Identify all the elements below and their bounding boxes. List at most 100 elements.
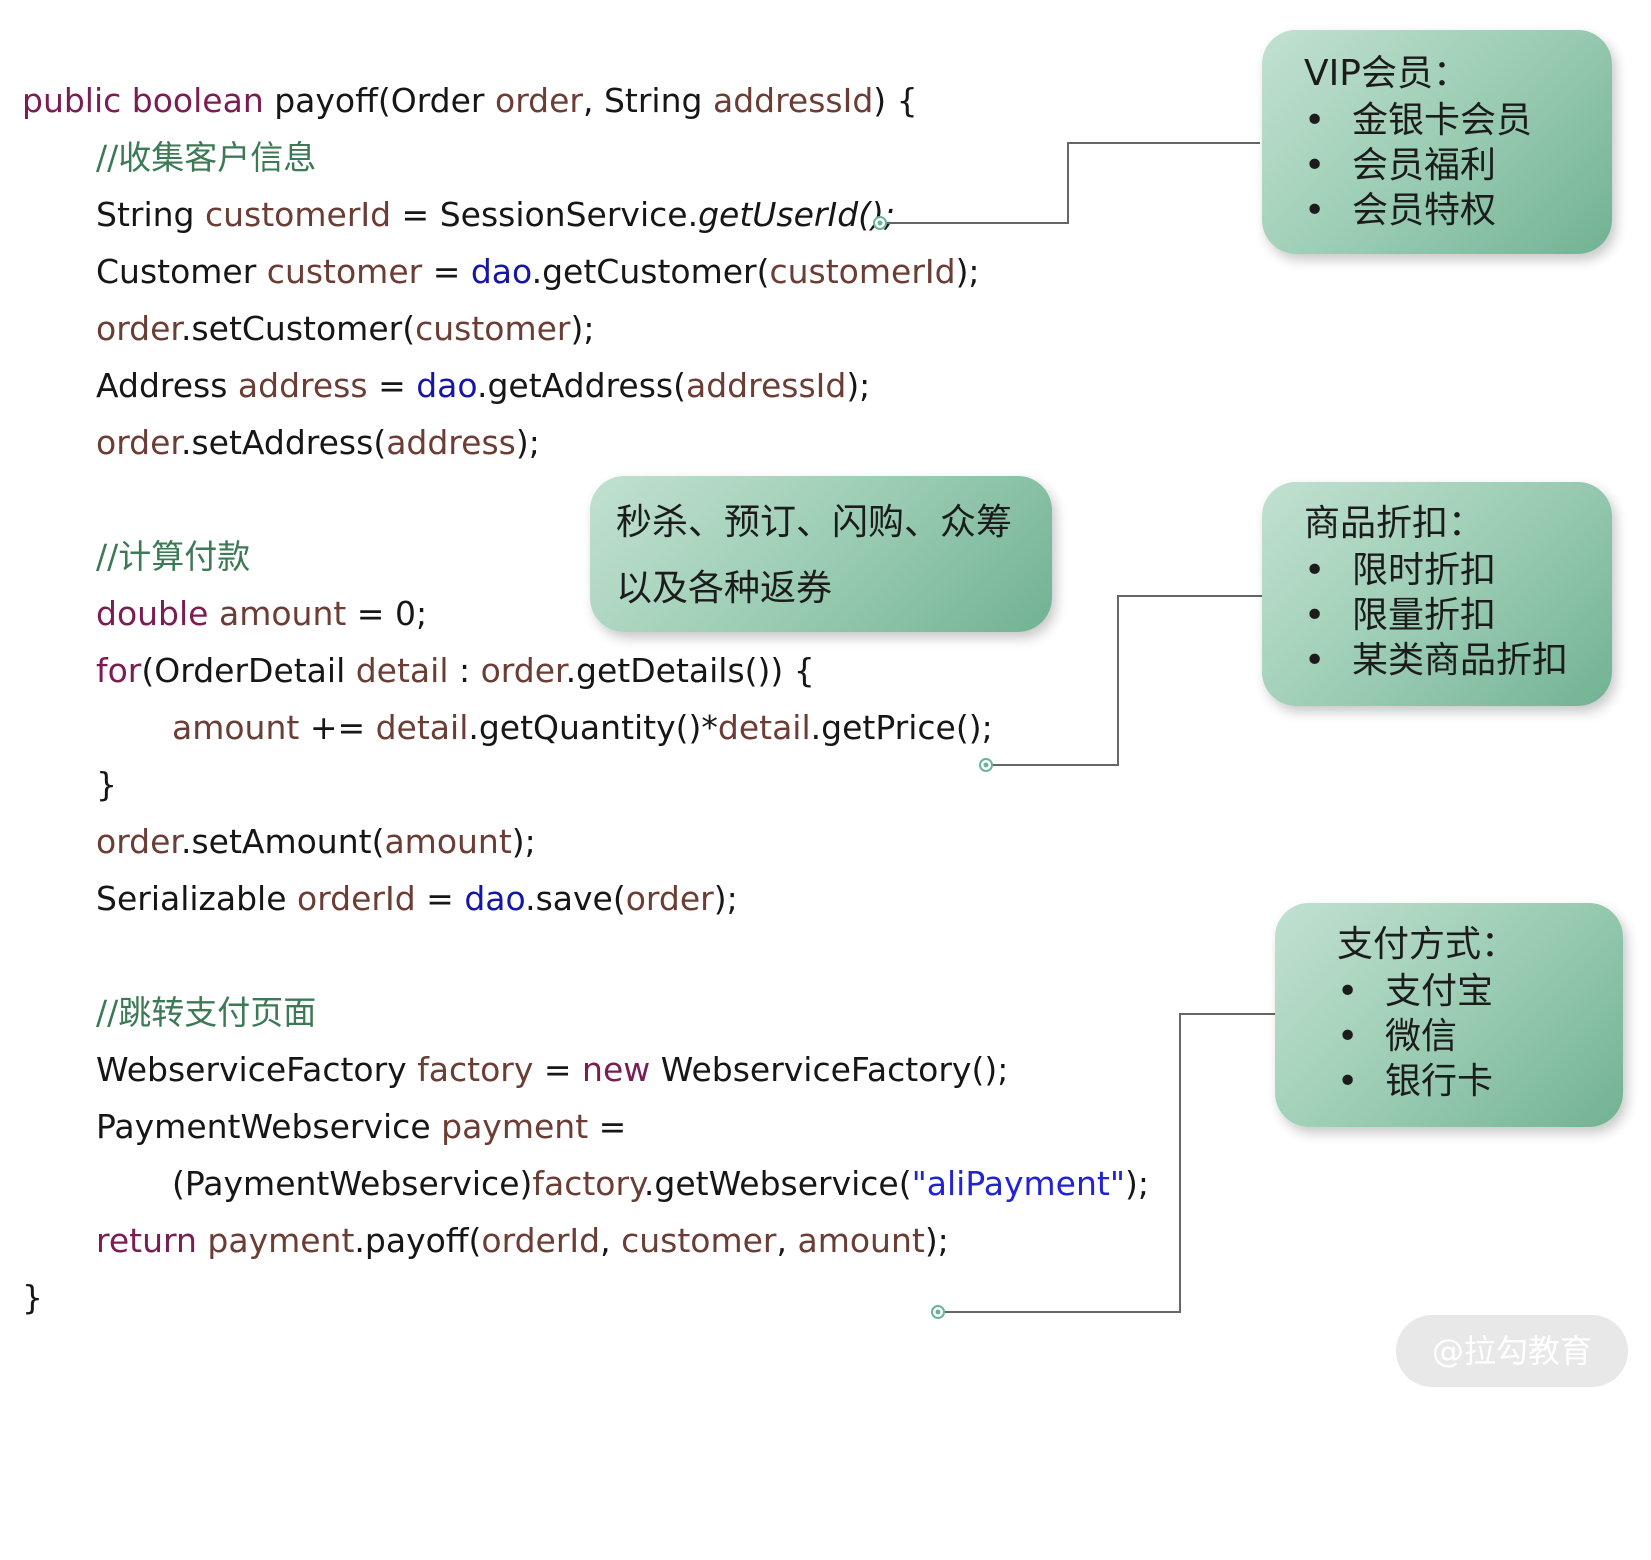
list-item-label: 金银卡会员 [1352, 100, 1533, 141]
list-item-label: 限量折扣 [1352, 595, 1497, 636]
code-line-set-address: order.setAddress(address); [96, 418, 540, 468]
list-item-label: 微信 [1385, 1016, 1458, 1057]
callout-title: 支付方式： [1337, 924, 1518, 965]
code-text: .save( [525, 879, 626, 918]
variable: customer [266, 252, 423, 291]
code-text: = [422, 252, 471, 291]
code-line-save-order: Serializable orderId = dao.save(order); [96, 874, 738, 924]
keyword: public [22, 81, 122, 120]
method-call: getUserId(); [698, 195, 896, 234]
callout-vip: VIP会员： •金银卡会员 •会员福利 •会员特权 [1262, 30, 1612, 254]
bullet: • [1304, 595, 1326, 636]
code-text: , [776, 1221, 798, 1260]
code-text: , [600, 1221, 622, 1260]
field: dao [470, 252, 532, 291]
code-text: .getPrice(); [810, 708, 993, 747]
variable: customer [621, 1221, 777, 1260]
callout-list: •金银卡会员 •会员福利 •会员特权 [1304, 98, 1532, 233]
code-text: (PaymentWebservice) [172, 1164, 533, 1203]
callout-title: 商品折扣： [1304, 503, 1485, 544]
variable: orderId [481, 1221, 601, 1260]
callout-list: •限时折扣 •限量折扣 •某类商品折扣 [1304, 548, 1568, 683]
keyword: for [96, 651, 142, 690]
list-item: • 限量折扣 [1304, 593, 1568, 638]
variable: order [480, 651, 566, 690]
connector-lines [873, 142, 1275, 1319]
code-line-set-amount: order.setAmount(amount); [96, 817, 536, 867]
code-text: = [367, 366, 417, 405]
code-text: = [588, 1107, 627, 1146]
list-item: •会员特权 [1304, 188, 1532, 233]
comment-redirect-payment-page: //跳转支付页面 [96, 993, 317, 1032]
code-text: .setAddress( [180, 423, 387, 462]
list-item-label: 某类商品折扣 [1352, 640, 1569, 681]
variable: order [96, 309, 181, 348]
variable: order [625, 879, 714, 918]
keyword: return [96, 1221, 197, 1260]
bullet: • [1304, 550, 1326, 591]
list-item: •支付宝 [1337, 969, 1493, 1014]
code-text: ); [713, 879, 738, 918]
keyword: double [96, 594, 209, 633]
variable: orderId [297, 879, 416, 918]
variable: address [386, 423, 516, 462]
connector-discount [986, 595, 1262, 766]
code-text: PaymentWebservice [96, 1107, 442, 1146]
keyword: boolean [131, 81, 264, 120]
string-literal: "aliPayment" [911, 1164, 1125, 1203]
callout-text: 秒杀、预订、闪购、众筹 [616, 502, 1013, 543]
code-text: WebserviceFactory(); [650, 1050, 1009, 1089]
code-text: ); [1125, 1164, 1149, 1203]
variable: order [96, 423, 181, 462]
code-text: .payoff( [354, 1221, 482, 1260]
list-item-label: 会员特权 [1352, 190, 1497, 231]
comment-calculate-payment: //计算付款 [96, 537, 251, 576]
bullet: • [1337, 1016, 1359, 1057]
variable: factory [417, 1050, 534, 1089]
list-item: •某类商品折扣 [1304, 638, 1568, 683]
list-item: •银行卡 [1337, 1059, 1493, 1104]
code-text: = [415, 879, 465, 918]
bullet: • [1337, 1061, 1359, 1102]
code-line-get-customer: Customer customer = dao.getCustomer(cust… [96, 247, 980, 297]
code-text: Customer [96, 252, 267, 291]
code-text: WebserviceFactory [96, 1050, 418, 1089]
anchor-dot [983, 762, 989, 768]
code-text: ); [955, 252, 980, 291]
variable: detail [355, 651, 449, 690]
code-text: .setCustomer( [180, 309, 416, 348]
code-line-close-loop: } [96, 765, 117, 804]
variable: amount [218, 594, 347, 633]
variable: factory [532, 1164, 644, 1203]
code-line-declare-amount: double amount = 0; [96, 589, 427, 639]
code-line-method-signature: public boolean payoff(Order order, Strin… [22, 76, 918, 126]
code-text: = SessionService. [391, 195, 699, 234]
code-text: Address [96, 366, 238, 405]
bullet: • [1337, 971, 1359, 1012]
code-line-get-address: Address address = dao.getAddress(address… [96, 361, 870, 411]
list-item: •限时折扣 [1304, 548, 1568, 593]
callout-payment-methods: 支付方式： •支付宝 • 微信 •银行卡 [1275, 903, 1623, 1127]
variable: detail [717, 708, 811, 747]
code-text: .setAmount( [180, 822, 385, 861]
code-line-accumulate-amount: amount += detail.getQuantity()*detail.ge… [172, 703, 993, 753]
code-text: ); [511, 822, 536, 861]
code-text: Serializable [96, 879, 297, 918]
anchor-dot [935, 1309, 941, 1315]
variable: customer [415, 309, 571, 348]
variable: amount [172, 708, 300, 747]
variable: customerId [769, 252, 956, 291]
callout-text: 以及各种返券 [616, 568, 833, 609]
code-text: payoff(Order [263, 81, 495, 120]
code-text: ); [515, 423, 540, 462]
callout-discount: 商品折扣： •限时折扣 •限量折扣 •某类商品折扣 [1262, 482, 1612, 706]
code-text: .getDetails()) { [565, 651, 815, 690]
variable: customerId [204, 195, 392, 234]
connector-payment [938, 1013, 1275, 1313]
variable: detail [375, 708, 469, 747]
variable: amount [797, 1221, 925, 1260]
list-item-label: 会员福利 [1352, 145, 1497, 186]
code-text: String [96, 195, 205, 234]
watermark: @拉勾教育 [1396, 1315, 1628, 1387]
keyword: new [582, 1050, 651, 1089]
